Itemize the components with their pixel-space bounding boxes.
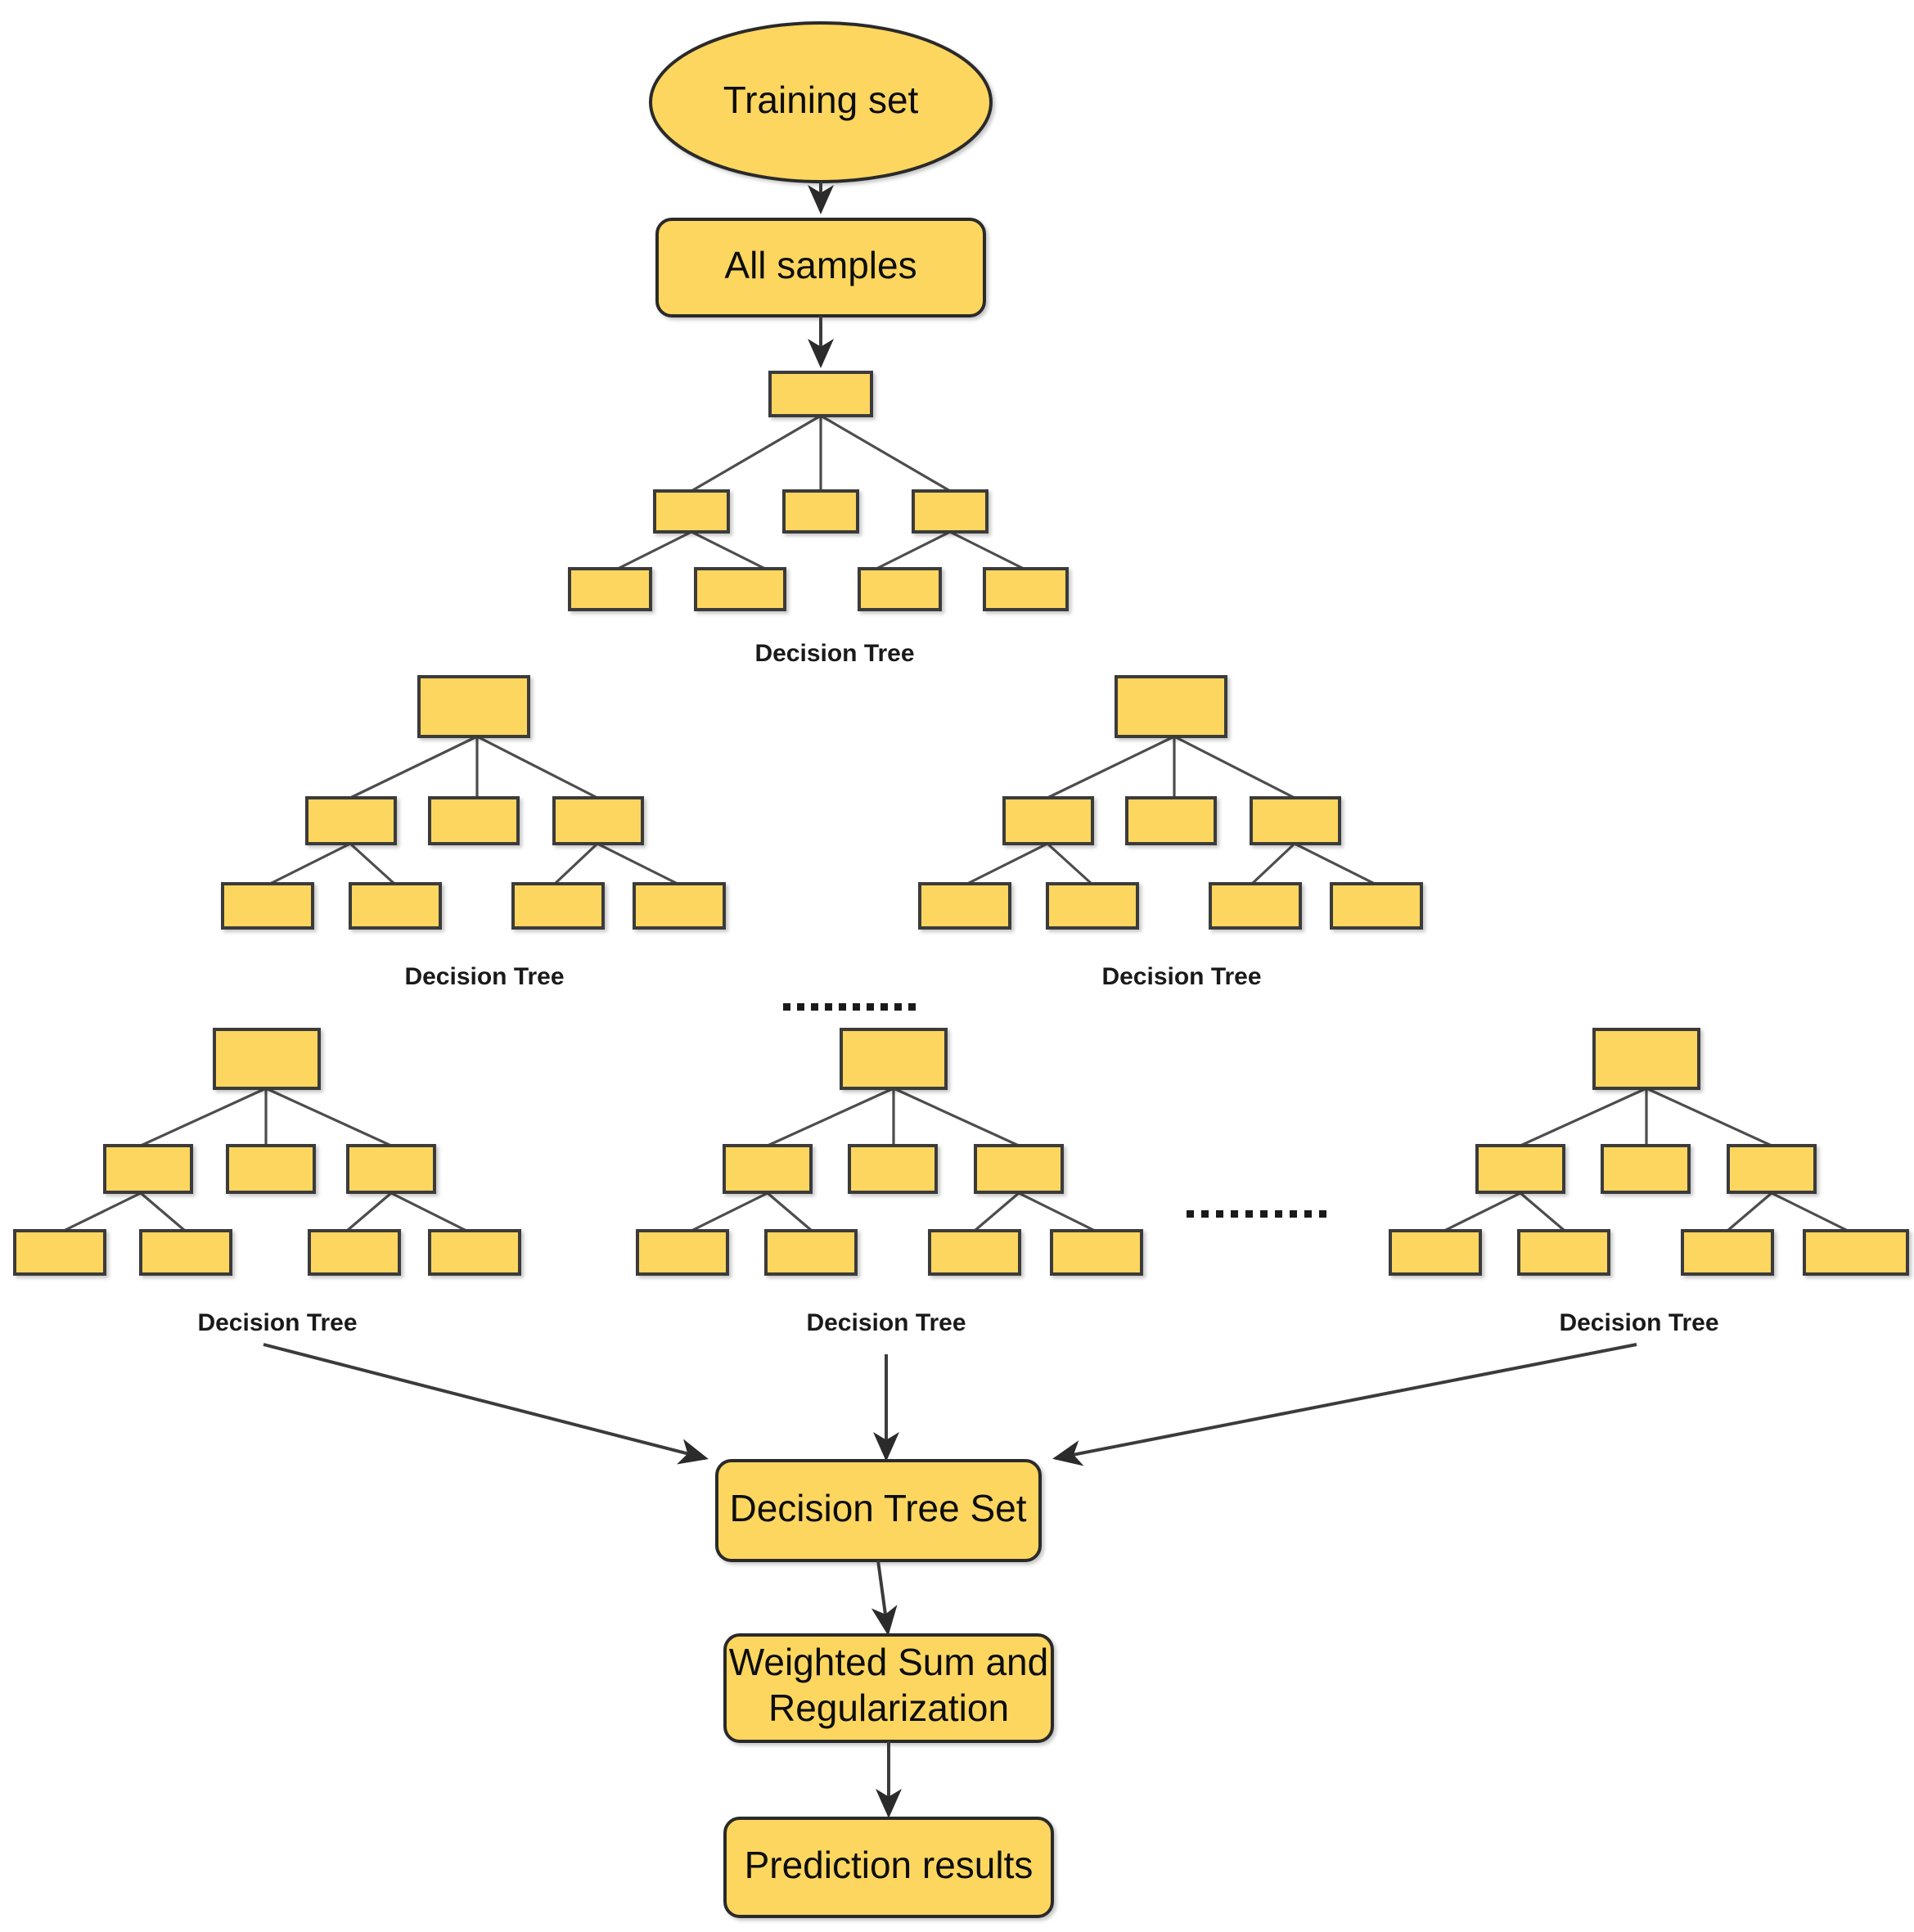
- arrow-tree6-to-set: [1052, 1343, 1637, 1466]
- decision-tree-5[interactable]: [636, 1028, 1143, 1276]
- tree-label-5: Decision Tree: [806, 1309, 966, 1336]
- tree-label-6: Decision Tree: [1559, 1309, 1718, 1336]
- arrow-tree4-to-set: [263, 1343, 709, 1465]
- weighted-sum-label-line2: Regularization: [768, 1687, 1009, 1729]
- decision-tree-4[interactable]: [13, 1028, 521, 1276]
- ellipsis-dots-lower: [1187, 1210, 1326, 1218]
- decision-tree-2[interactable]: [221, 675, 726, 930]
- ellipsis-dots-upper: [783, 1003, 916, 1011]
- prediction-results-label: Prediction results: [745, 1844, 1034, 1886]
- arrow-set-to-weighted: [871, 1560, 898, 1636]
- decision-tree-set-label: Decision Tree Set: [729, 1487, 1026, 1529]
- tree-label-3: Decision Tree: [1101, 963, 1261, 990]
- decision-tree-3[interactable]: [918, 675, 1423, 930]
- decision-tree-1[interactable]: [568, 371, 1069, 611]
- weighted-sum-label-line1: Weighted Sum and: [729, 1641, 1048, 1683]
- prediction-results-node[interactable]: [723, 1817, 1054, 1918]
- tree-label-4: Decision Tree: [197, 1309, 357, 1336]
- tree-label-2: Decision Tree: [404, 963, 564, 990]
- training-set-label: Training set: [723, 79, 919, 121]
- all-samples-label: All samples: [724, 244, 916, 286]
- decision-tree-6[interactable]: [1389, 1028, 1909, 1276]
- tree-label-1: Decision Tree: [754, 640, 914, 667]
